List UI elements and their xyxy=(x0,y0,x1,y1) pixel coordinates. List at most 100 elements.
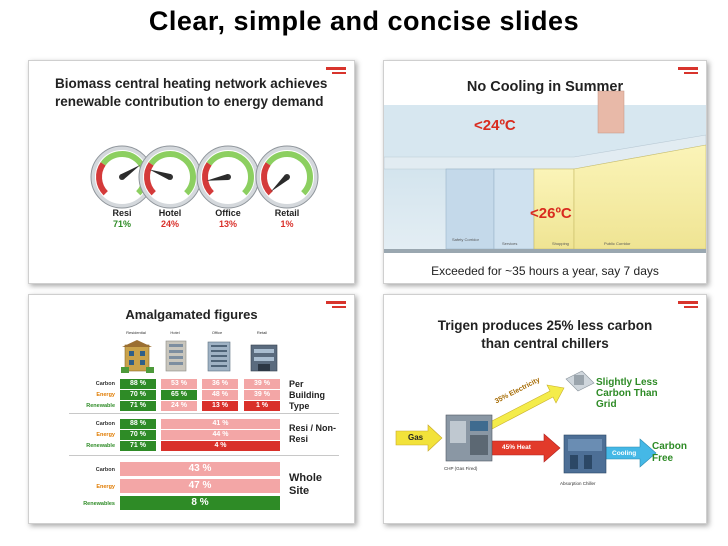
slide-no-cooling[interactable]: No Cooling in Summer <24ºC <26ºC Safety … xyxy=(383,60,707,284)
chiller-label: Absorption Chiller xyxy=(560,481,596,486)
page-title: Clear, simple and concise slides xyxy=(148,6,580,36)
gauge-value: 71% xyxy=(112,219,131,229)
outside-temperature: <24ºC xyxy=(474,117,516,134)
row-label: Energy xyxy=(96,392,115,398)
divider xyxy=(69,455,339,456)
row-label: Renewable xyxy=(86,403,115,409)
building-label: Hotel xyxy=(170,330,180,335)
company-logo xyxy=(678,301,698,311)
table-cell: 47 % xyxy=(120,479,280,493)
gauge-label: Retail xyxy=(274,208,300,218)
row-label: Renewable xyxy=(86,443,115,449)
heat-label: 45% Heat xyxy=(502,444,531,451)
table-cell: 65 % xyxy=(161,390,197,400)
group-label: Building xyxy=(289,390,325,400)
electricity-arrow xyxy=(487,384,565,430)
table-cell: 41 % xyxy=(161,419,280,429)
company-logo xyxy=(326,301,346,311)
row-label: Carbon xyxy=(95,467,115,473)
building-label: Retail xyxy=(256,330,268,335)
slide-caption: Exceeded for ~35 hours a year, say 7 day… xyxy=(431,264,659,278)
table-cell: 70 % xyxy=(120,430,156,440)
company-logo xyxy=(326,67,346,77)
gas-label: Gas xyxy=(408,433,424,442)
group-label: Whole xyxy=(289,472,322,484)
gauge-needle xyxy=(206,174,229,181)
table-cell: 88 % xyxy=(120,419,156,429)
group-label: Site xyxy=(289,485,310,497)
chp-label: CHP (Gas Fired) xyxy=(444,466,478,471)
table-cell: 43 % xyxy=(120,462,280,476)
row-label: Carbon xyxy=(95,421,115,427)
building-label: Office xyxy=(211,330,223,335)
group-label: Resi xyxy=(289,434,309,444)
slide-title: Amalgamated figures xyxy=(125,307,258,322)
slightly-less-carbon-text: Slightly Less Carbon Than Grid xyxy=(596,377,658,410)
office-building-icon xyxy=(207,341,231,372)
retail-building-icon xyxy=(250,344,278,372)
table-cell: 53 % xyxy=(161,379,197,389)
absorption-chiller-image xyxy=(563,434,607,474)
slide-biomass-gauges[interactable]: Biomass central heating network achieves… xyxy=(28,60,355,284)
gauge-value: 24% xyxy=(160,219,179,229)
carbon-free-text: Carbon Free xyxy=(652,441,687,465)
table-cell: 39 % xyxy=(244,390,280,400)
room-label: Safety Corridor xyxy=(452,237,479,242)
table-cell: 13 % xyxy=(202,401,238,411)
row-label: Energy xyxy=(96,484,115,490)
company-logo xyxy=(678,67,698,77)
gauge-label: Office xyxy=(215,208,241,218)
divider xyxy=(69,413,339,414)
gauge-value: 13% xyxy=(218,219,237,229)
table-cell: 1 % xyxy=(244,401,280,411)
row-label: Renewables xyxy=(83,501,115,507)
trigen-diagram xyxy=(395,370,657,474)
chp-unit-image xyxy=(445,414,493,462)
group-label: Type xyxy=(289,401,310,411)
building-label: Residential xyxy=(126,330,146,335)
gauge-dial xyxy=(196,145,260,209)
group-label: Per xyxy=(289,379,304,389)
heat-arrow xyxy=(487,433,561,463)
gauge-needle xyxy=(149,169,172,180)
room-label: Shopping xyxy=(552,241,569,246)
row-label: Energy xyxy=(96,432,115,438)
slide-trigen[interactable]: Trigen produces 25% less carbon than cen… xyxy=(383,294,707,524)
gauge-label: Hotel xyxy=(158,208,182,218)
table-cell: 71 % xyxy=(120,441,156,451)
table-cell: 44 % xyxy=(161,430,280,440)
slightly-less-line: Carbon Than xyxy=(596,388,658,399)
slide-title-line-2: than central chillers xyxy=(481,336,609,351)
table-cell: 8 % xyxy=(120,496,280,510)
table-cell: 36 % xyxy=(202,379,238,389)
carbon-free-line: Carbon xyxy=(652,441,687,452)
table-cell: 48 % xyxy=(202,390,238,400)
gauge-value: 1% xyxy=(280,219,294,229)
slightly-less-line: Grid xyxy=(596,399,617,410)
table-cell: 70 % xyxy=(120,390,156,400)
slide-title: No Cooling in Summer xyxy=(466,79,624,95)
table-cell: 71 % xyxy=(120,401,156,411)
gas-arrow xyxy=(395,424,443,452)
table-cell: 88 % xyxy=(120,379,156,389)
slide-title-line-1: Biomass central heating network achieves xyxy=(55,76,328,91)
slide-amalgamated-figures[interactable]: Amalgamated figures Residential Hotel Of… xyxy=(28,294,355,524)
gauge-dial xyxy=(138,145,202,209)
room-label: Services xyxy=(502,241,518,246)
gauge-dial xyxy=(90,145,154,209)
residential-building-icon xyxy=(121,340,154,373)
table-cell: 39 % xyxy=(244,379,280,389)
group-label: Resi / Non- xyxy=(289,423,337,433)
cooling-label: Cooling xyxy=(612,450,637,457)
row-label: Carbon xyxy=(95,381,115,387)
gauge-needle xyxy=(120,164,141,180)
slide-title-line-2: renewable contribution to energy demand xyxy=(55,94,324,109)
table-cell: 24 % xyxy=(161,401,197,411)
slightly-less-line: Slightly Less xyxy=(596,377,658,388)
hotel-building-icon xyxy=(165,340,187,372)
table-cell: 4 % xyxy=(161,441,280,451)
cooling-arrow xyxy=(605,438,657,468)
grid-cable-image xyxy=(565,370,595,392)
inside-temperature: <26ºC xyxy=(530,205,572,222)
gauge-needle xyxy=(270,174,290,192)
